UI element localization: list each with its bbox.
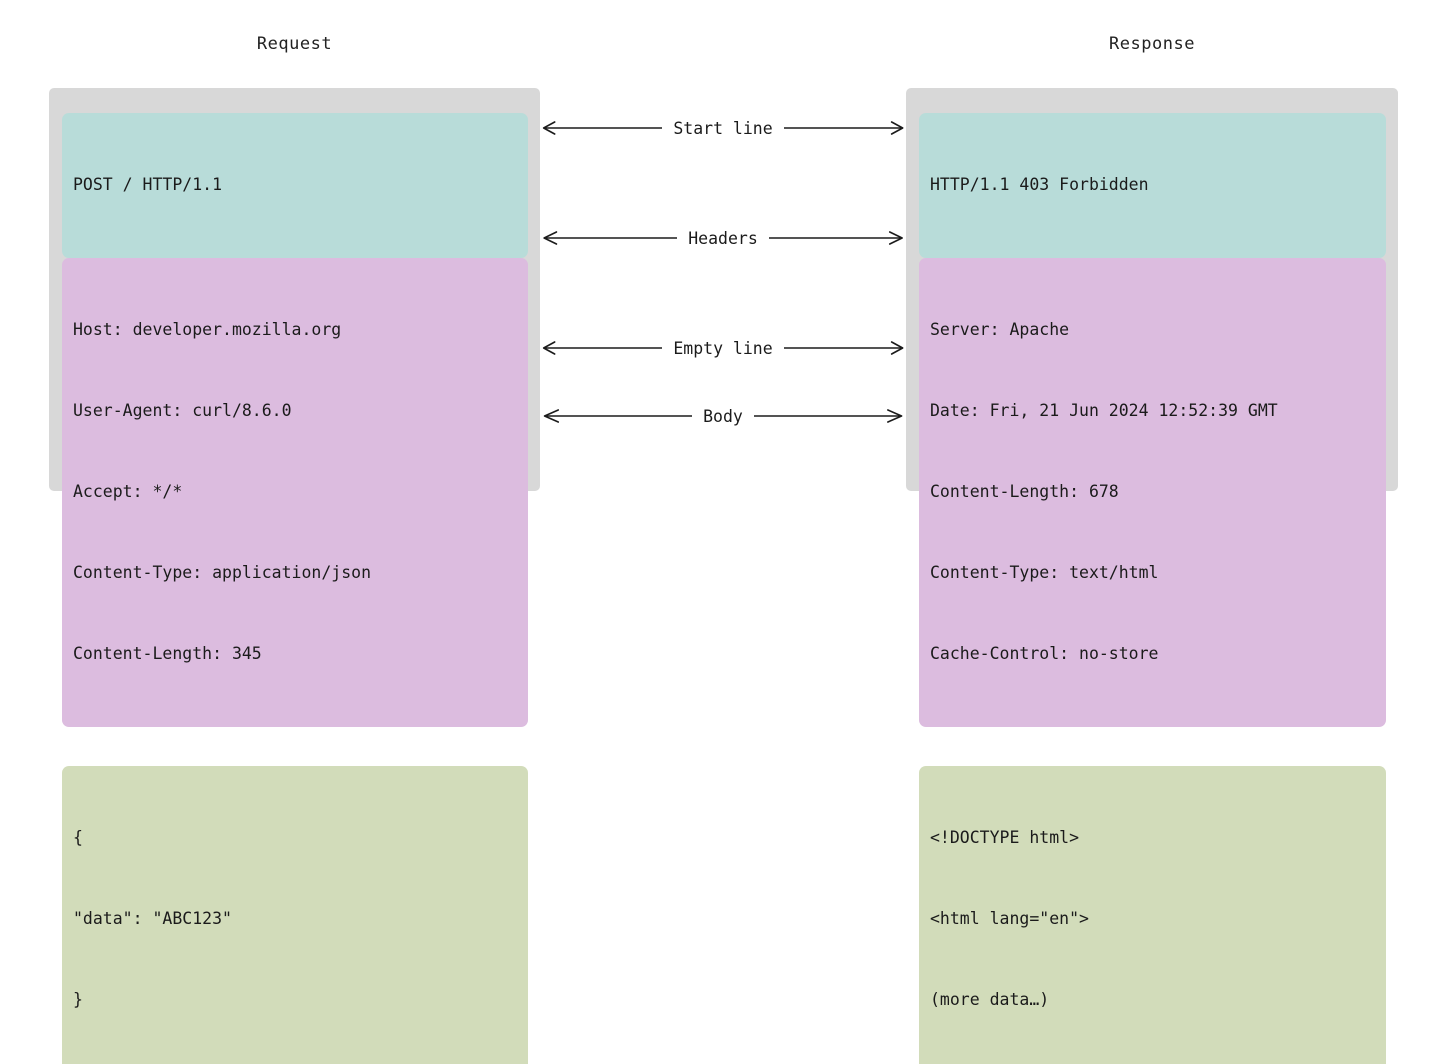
left-arrow-icon [540,118,662,138]
annotation-row-start-line: Start line [540,117,906,139]
response-headers-box: Server: Apache Date: Fri, 21 Jun 2024 12… [919,258,1386,727]
annotation-label-start-line: Start line [673,118,773,138]
response-start-line-text: HTTP/1.1 403 Forbidden [930,175,1149,194]
annotation-label-headers: Headers [688,228,758,248]
request-header-line: Host: developer.mozilla.org [73,320,342,339]
annotation-row-headers: Headers [540,227,906,249]
right-arrow-icon [784,118,906,138]
response-body-line: (more data…) [930,990,1050,1009]
response-header-line: Content-Length: 678 [930,482,1119,501]
left-arrow-icon [540,228,677,248]
response-header-line: Date: Fri, 21 Jun 2024 12:52:39 GMT [930,401,1278,420]
annotation-label-body: Body [703,406,743,426]
left-arrow-icon [540,338,662,358]
left-arrow-icon [540,406,692,426]
response-body-box: <!DOCTYPE html> <html lang="en"> (more d… [919,766,1386,1064]
right-arrow-icon [784,338,906,358]
request-body-line: "data": "ABC123" [73,909,232,928]
right-arrow-icon [754,406,906,426]
request-column-title: Request [256,34,333,54]
request-body-line: } [73,990,83,1009]
request-header-line: Accept: */* [73,482,183,501]
annotation-row-body: Body [540,405,906,427]
request-header-line: User-Agent: curl/8.6.0 [73,401,292,420]
response-panel: HTTP/1.1 403 Forbidden Server: Apache Da… [906,88,1398,1064]
request-panel: POST / HTTP/1.1 Host: developer.mozilla.… [49,88,540,1064]
request-empty-line-gap [62,727,528,766]
request-header-line: Content-Type: application/json [73,563,372,582]
request-body-box: { "data": "ABC123" } [62,766,528,1064]
response-header-line: Content-Type: text/html [930,563,1159,582]
response-start-line-box: HTTP/1.1 403 Forbidden [919,113,1386,258]
request-start-line-box: POST / HTTP/1.1 [62,113,528,258]
response-empty-line-gap [919,727,1386,766]
response-header-line: Server: Apache [930,320,1070,339]
response-column-title: Response [1109,34,1195,54]
right-arrow-icon [769,228,906,248]
annotation-label-empty-line: Empty line [673,338,773,358]
annotation-row-empty-line: Empty line [540,337,906,359]
request-start-line-text: POST / HTTP/1.1 [73,175,223,194]
response-body-line: <html lang="en"> [930,909,1089,928]
http-message-diagram: Request Response POST / HTTP/1.1 Host: d… [49,34,1398,1064]
request-header-line: Content-Length: 345 [73,644,262,663]
response-body-line: <!DOCTYPE html> [930,828,1080,847]
request-body-line: { [73,828,83,847]
request-headers-box: Host: developer.mozilla.org User-Agent: … [62,258,528,727]
response-header-line: Cache-Control: no-store [930,644,1159,663]
